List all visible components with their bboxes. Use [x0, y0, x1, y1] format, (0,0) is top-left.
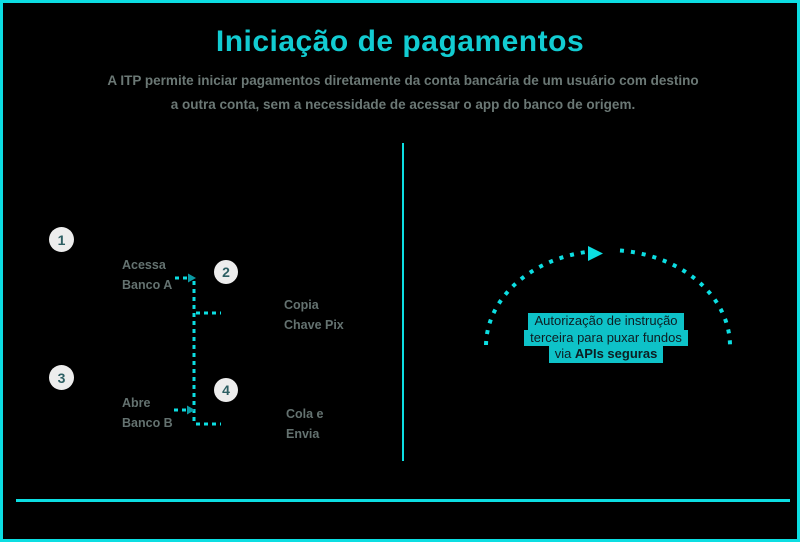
page-subtitle: A ITP permite iniciar pagamentos diretam…: [43, 69, 763, 117]
annotation-line-3-text: via APIs seguras: [548, 346, 664, 363]
step-circle-3: 3: [49, 365, 74, 390]
step-number-3: 3: [57, 369, 66, 386]
annotation-line-3-prefix: via: [554, 346, 575, 361]
step-circle-4: 4: [214, 378, 238, 402]
annotation-line-3: via APIs seguras: [433, 346, 779, 363]
subtitle-line-1: A ITP permite iniciar pagamentos diretam…: [107, 73, 699, 88]
step-number-2: 2: [222, 264, 230, 280]
step-1-line-1: Acessa: [122, 258, 166, 272]
step-circle-2: 2: [214, 260, 238, 284]
step-3-line-2: Banco B: [122, 416, 173, 430]
step-4-line-1: Cola e: [286, 407, 324, 421]
step-circle-1: 1: [49, 227, 74, 252]
arrow-right-icon: [187, 405, 195, 415]
step-2-line-1: Copia: [284, 298, 319, 312]
step-4-line-2: Envia: [286, 427, 320, 441]
vertical-divider: [402, 143, 404, 461]
step-3-line-1: Abre: [122, 396, 151, 410]
annotation-line-2: terceira para puxar fundos: [433, 329, 779, 346]
step-1-line-2: Banco A: [122, 278, 173, 292]
step-number-1: 1: [57, 231, 66, 248]
annotation-line-2-text: terceira para puxar fundos: [524, 329, 688, 346]
annotation-line-1-text: Autorização de instrução: [528, 313, 684, 330]
footer-divider: [16, 499, 790, 502]
annotation-line-1: Autorização de instrução: [433, 313, 779, 330]
step-number-4: 4: [222, 382, 230, 398]
step-2-line-2: Chave Pix: [284, 318, 344, 332]
arc-arrow-right-icon: [588, 246, 603, 261]
arrow-right-icon: [188, 273, 196, 283]
page-title: Iniciação de pagamentos: [215, 25, 585, 58]
flow-annotation: Autorização de instrução terceira para p…: [433, 313, 779, 363]
annotation-line-3-bold: APIs seguras: [574, 346, 658, 361]
step-label-4: Cola e Envia: [286, 404, 324, 444]
subtitle-line-2: a outra conta, sem a necessidade de aces…: [170, 97, 636, 112]
